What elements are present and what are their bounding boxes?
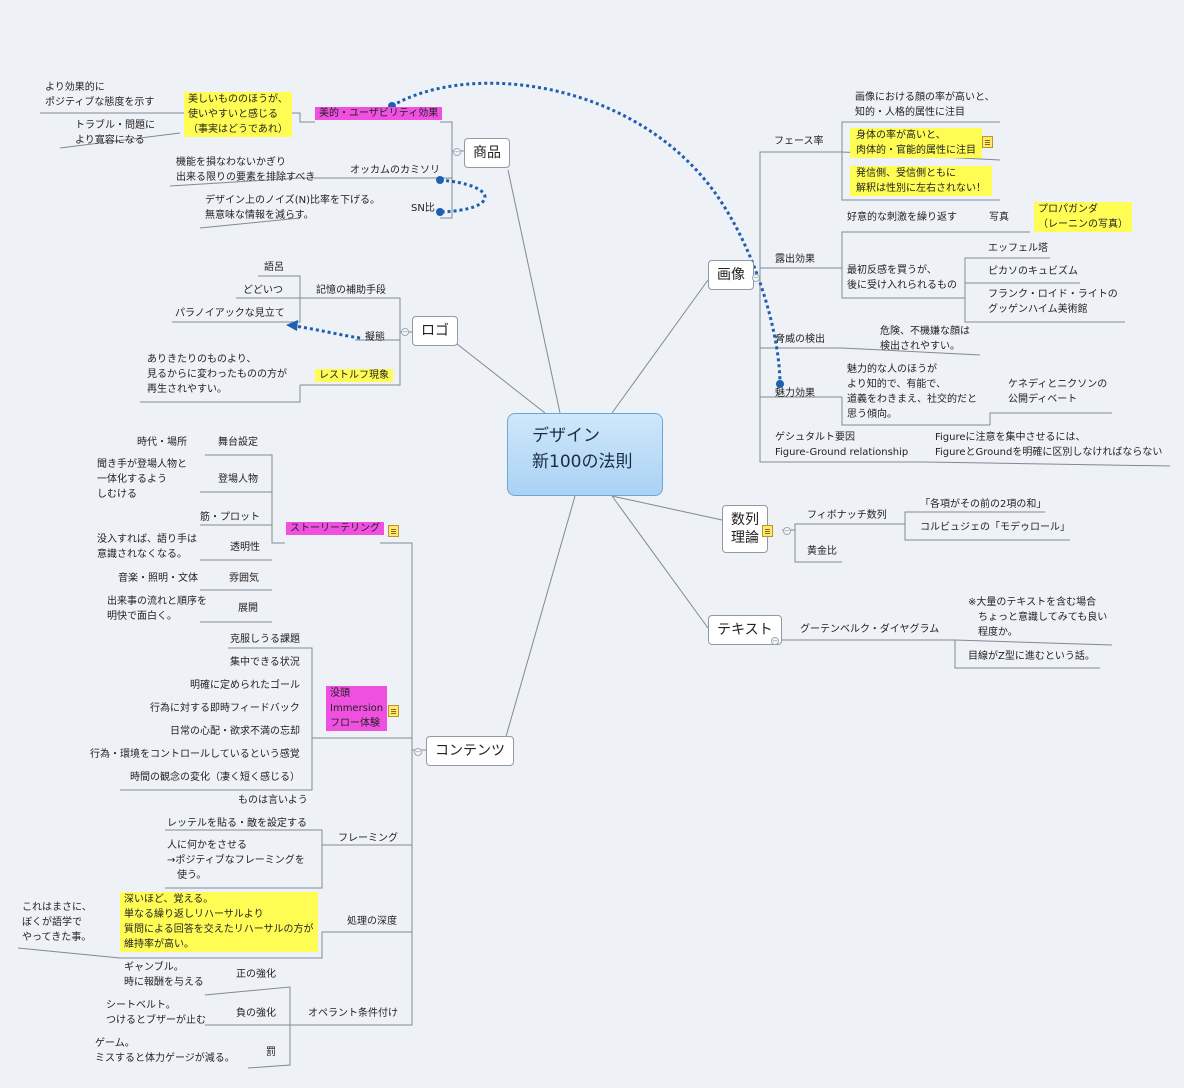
topic-product[interactable]: 商品 xyxy=(464,138,510,168)
face-ratio-3: 発信側、受信側ともに解釈は性別に左右されない！ xyxy=(850,166,992,196)
transparency-description: 没入すれば、語り手は意識されなくなる。 xyxy=(97,534,197,560)
topic-math-line1: 数列 xyxy=(731,512,759,528)
collapse-icon[interactable]: − xyxy=(453,148,461,156)
stage-description: 時代・場所 xyxy=(137,437,187,448)
fibonacci-description: 「各項がその前の2項の和」 xyxy=(920,499,1047,510)
eiffel-tower: エッフェル塔 xyxy=(988,243,1048,254)
flow-item: 行為・環境をコントロールしているという感覚 xyxy=(90,749,300,760)
gutenberg-diagram[interactable]: グーテンベルク・ダイヤグラム xyxy=(800,624,940,635)
punishment[interactable]: 罰 xyxy=(266,1047,276,1058)
collapse-icon[interactable]: − xyxy=(771,637,779,645)
atmosphere-description: 音楽・照明・文体 xyxy=(118,573,198,584)
propaganda: プロパガンダ（レーニンの写真） xyxy=(1034,202,1132,232)
sn-description: デザイン上のノイズ(N)比率を下げる。無意味な情報を減らす。 xyxy=(205,195,380,221)
depth-description: 深いほど、覚える。単なる繰り返しリハーサルより質問による回答を交えたリハーサルの… xyxy=(120,892,318,952)
depth-of-processing[interactable]: 処理の深度 xyxy=(347,916,397,927)
characters-description: 聞き手が登場人物と一体化するようしむける xyxy=(97,459,187,500)
flow-item: 集中できる状況 xyxy=(230,657,300,668)
memory-aid[interactable]: 記憶の補助手段 xyxy=(316,285,386,296)
mimicry[interactable]: 擬態 xyxy=(365,332,385,343)
positive-reinforcement[interactable]: 正の強化 xyxy=(236,969,276,980)
collapse-icon[interactable]: − xyxy=(401,328,409,336)
fibonacci[interactable]: フィボナッチ数列 xyxy=(807,510,887,521)
threat-detection[interactable]: 脅威の検出 xyxy=(775,334,825,345)
attractiveness-description: 魅力的な人のほうがより知的で、有能で、道義をわきまえ、社交的だと思う傾向。 xyxy=(847,364,977,420)
occams-razor[interactable]: オッカムのカミソリ xyxy=(350,165,440,176)
storytelling[interactable]: ストーリーテリング xyxy=(286,521,384,536)
flow-item: 行為に対する即時フィードバック xyxy=(150,703,300,714)
transparency[interactable]: 透明性 xyxy=(230,542,260,553)
attractiveness-effect[interactable]: 魅力効果 xyxy=(775,388,815,399)
occam-description: 機能を損なわないかぎり出来る限りの要素を排除すべき xyxy=(176,157,316,183)
note-icon[interactable] xyxy=(388,705,399,717)
tolerance: トラブル・問題により寛容になる xyxy=(75,120,155,146)
positive-attitude: より効果的にポジティブな態度を示す xyxy=(45,82,155,108)
negative-description: シートベルト。つけるとブザーが止む xyxy=(106,1000,206,1026)
framing-item: レッテルを貼る・敵を設定する xyxy=(167,818,307,829)
face-ratio[interactable]: フェース率 xyxy=(774,136,824,147)
topic-math[interactable]: 数列 理論 xyxy=(722,505,768,553)
flow-item: 日常の心配・欲求不満の忘却 xyxy=(170,726,300,737)
gestalt-description: Figureに注意を集中させるには、FigureとGroundを明確に区別しなけ… xyxy=(935,432,1163,458)
face-ratio-1: 画像における顔の率が高いと、知的・人格的属性に注目 xyxy=(855,92,995,118)
aesthetic-usability-effect[interactable]: 美的・ユーザビリティ効果 xyxy=(315,106,443,121)
positive-description: ギャンブル。時に報酬を与える xyxy=(124,962,204,988)
modulor: コルビュジェの「モデゥロール」 xyxy=(920,522,1070,533)
sn-ratio[interactable]: SN比 xyxy=(411,203,435,214)
flow-item: 時間の観念の変化（凄く短く感じる） xyxy=(130,772,300,783)
development[interactable]: 展開 xyxy=(238,603,258,614)
collapse-icon[interactable]: − xyxy=(783,527,791,535)
exposure-effect[interactable]: 露出効果 xyxy=(775,254,815,265)
note-icon[interactable] xyxy=(388,525,399,537)
stage-setting[interactable]: 舞台設定 xyxy=(218,437,258,448)
collapse-icon[interactable]: − xyxy=(414,748,422,756)
face-ratio-2: 身体の率が高いと、肉体的・官能的属性に注目 xyxy=(850,128,982,158)
aesthetic-description: 美しいもののほうが、使いやすいと感じる（事実はどうであれ） xyxy=(184,92,292,137)
z-pattern: 目線がZ型に進むという話。 xyxy=(968,651,1095,662)
operant-conditioning[interactable]: オペラント条件付け xyxy=(308,1008,398,1019)
punishment-description: ゲーム。ミスすると体力ゲージが減る。 xyxy=(95,1038,235,1064)
dodoitsu: どどいつ xyxy=(243,285,283,296)
gutenberg-note: ※大量のテキストを含む場合 ちょっと意識してみても良い 程度か。 xyxy=(968,597,1108,638)
restorff-description: ありきたりのものより、見るからに変わったものの方が再生されやすい。 xyxy=(147,354,287,395)
negative-reinforcement[interactable]: 負の強化 xyxy=(236,1008,276,1019)
development-description: 出来事の流れと順序を明快で面白く。 xyxy=(107,596,207,622)
topic-logo[interactable]: ロゴ xyxy=(412,316,458,346)
threat-description: 危険、不機嫌な顔は検出されやすい。 xyxy=(880,326,970,352)
kennedy-nixon: ケネディとニクソンの公開ディベート xyxy=(1008,379,1108,405)
guggenheim: フランク・ロイド・ライトのグッゲンハイム美術館 xyxy=(988,289,1118,315)
picasso-cubism: ピカソのキュビズム xyxy=(988,266,1078,277)
topic-text[interactable]: テキスト xyxy=(708,615,782,645)
depth-comment: これはまさに、ぼくが語学でやってきた事。 xyxy=(22,902,92,943)
central-topic-line2: 新100の法則 xyxy=(532,452,633,472)
topic-image[interactable]: 画像 xyxy=(708,260,754,290)
flow-item: 克服しうる課題 xyxy=(230,634,300,645)
framing-positive: 人に何かをさせる→ポジティブなフレーミングを 使う。 xyxy=(167,840,305,881)
collapse-icon[interactable]: − xyxy=(752,274,760,282)
topic-math-line2: 理論 xyxy=(731,530,759,546)
note-icon[interactable] xyxy=(762,525,773,537)
characters[interactable]: 登場人物 xyxy=(218,474,258,485)
restorff-effect[interactable]: レストルフ現象 xyxy=(315,368,393,383)
framing[interactable]: フレーミング xyxy=(338,833,398,844)
golden-ratio[interactable]: 黄金比 xyxy=(807,546,837,557)
atmosphere[interactable]: 雰囲気 xyxy=(229,573,259,584)
framing-item: ものは言いよう xyxy=(238,795,308,806)
paranoid-view: パラノイアックな見立て xyxy=(175,308,285,319)
note-icon[interactable] xyxy=(982,136,993,148)
central-topic[interactable]: デザイン 新100の法則 xyxy=(507,413,663,496)
flow-item: 明確に定められたゴール xyxy=(190,680,300,691)
good-stimulus: 好意的な刺激を繰り返す xyxy=(847,212,957,223)
central-topic-line1: デザイン xyxy=(532,426,600,446)
first-rejected: 最初反感を買うが、後に受け入れられるもの xyxy=(847,265,957,291)
topic-contents[interactable]: コンテンツ xyxy=(426,736,514,766)
photo: 写真 xyxy=(989,212,1009,223)
goro: 語呂 xyxy=(264,262,284,273)
plot[interactable]: 筋・プロット xyxy=(200,512,260,523)
